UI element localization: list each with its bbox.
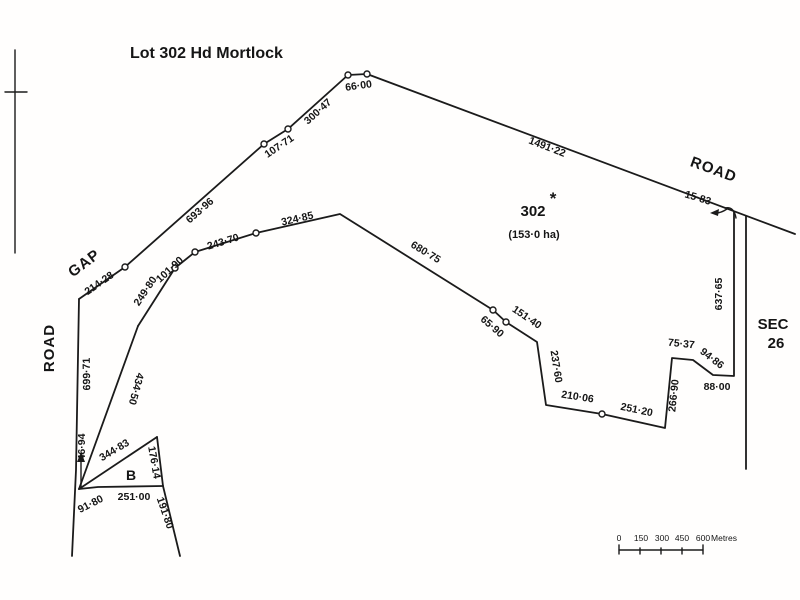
dim-680-75: 680·75 — [408, 239, 442, 266]
dim-15-83: 15·83 — [683, 188, 712, 207]
dim-46-94: 46·94 — [76, 433, 88, 460]
scale-bar: 0 150 300 450 600 Metres — [617, 533, 737, 555]
dim-344-83: 344·83 — [97, 437, 131, 464]
scale-tick-600: 600 — [696, 533, 710, 543]
dim-243-70: 243·70 — [206, 232, 241, 253]
dim-107-71: 107·71 — [262, 132, 296, 160]
dim-75-37: 75·37 — [667, 337, 695, 352]
boundary-434-line — [78, 325, 139, 490]
dim-214-28: 214·28 — [82, 269, 116, 298]
scale-unit-label: Metres — [711, 533, 737, 543]
scale-tick-300: 300 — [655, 533, 669, 543]
lot-area-label: (153·0 ha) — [508, 229, 560, 241]
dim-210-06: 210·06 — [560, 389, 594, 406]
dim-91-80: 91·80 — [76, 493, 106, 516]
north-road-boundary-line — [78, 73, 796, 300]
dim-434-50: 434·50 — [126, 371, 146, 406]
lot-asterisk: * — [550, 189, 557, 208]
dim-266-90: 266·90 — [666, 379, 681, 413]
dim-94-86: 94·86 — [698, 346, 727, 372]
gap-road-name-road: ROAD — [41, 324, 58, 372]
dimension-pointer-arrow — [710, 208, 728, 216]
dimension-up-arrow — [77, 452, 85, 487]
dim-101-90: 101·90 — [154, 254, 186, 285]
dim-1491-22: 1491·22 — [527, 135, 567, 160]
scale-tick-450: 450 — [675, 533, 689, 543]
lot-number-label: 302 — [520, 203, 545, 220]
parcel-b-label: B — [126, 467, 136, 483]
section-label-26: 26 — [768, 335, 785, 352]
scale-tick-150: 150 — [634, 533, 648, 543]
lot302-boundary-line — [137, 211, 735, 429]
west-road-boundary-line — [71, 298, 80, 557]
top-road-name: ROAD — [688, 154, 739, 186]
dim-324-85: 324·85 — [280, 210, 315, 229]
dim-251-00: 251·00 — [118, 491, 151, 503]
dim-88-00: 88·00 — [704, 381, 731, 393]
dim-66-00: 66·00 — [344, 78, 372, 94]
section-label-sec: SEC — [758, 316, 789, 333]
plan-title: Lot 302 Hd Mortlock — [130, 45, 283, 62]
gap-road-name-gap: GAP — [65, 246, 104, 281]
scale-tick-0: 0 — [617, 533, 622, 543]
margin-mark — [4, 49, 28, 254]
road-corner-fillet-arc — [724, 207, 737, 219]
parcel-b-boundary-lines — [78, 436, 181, 557]
dim-191-80: 191·80 — [154, 496, 176, 531]
survey-vertex-markers — [121, 70, 606, 418]
dim-237-60: 237·60 — [547, 349, 564, 383]
dim-699-71: 699·71 — [81, 357, 94, 390]
dimension-labels: 214·28 693·96 107·71 300·47 66·00 1491·2… — [76, 78, 731, 530]
dim-637-65: 637·65 — [713, 277, 725, 310]
dim-176-14: 176·14 — [145, 445, 163, 479]
dim-251-20: 251·20 — [619, 401, 654, 420]
